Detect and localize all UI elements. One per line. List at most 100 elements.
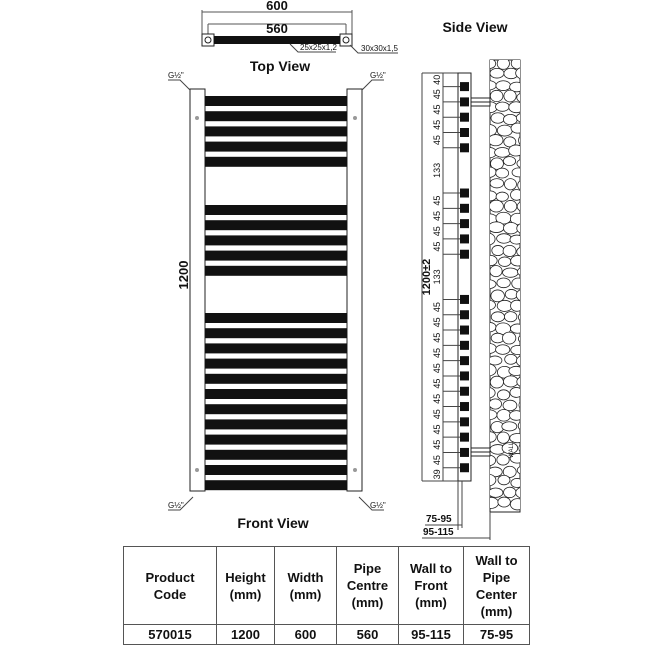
side-bar-section [460, 325, 469, 335]
side-bar-section [460, 82, 469, 92]
wall-stone-pattern [490, 60, 520, 511]
wall-stone [497, 496, 511, 508]
wall-stone [490, 398, 502, 410]
cell-width: 600 [274, 624, 337, 645]
wall-stone [490, 190, 498, 202]
front-bar [205, 328, 347, 339]
wall-to-pipe-label: 75-95 [426, 514, 452, 525]
wall-to-front-label: 95-115 [423, 527, 454, 538]
connection-label-bottom-right: G½" [370, 501, 386, 510]
side-spacing-label: 45 [432, 394, 442, 404]
wall-stone [502, 244, 517, 257]
header-product-code: Product Code [123, 546, 217, 625]
front-bar [205, 111, 347, 122]
front-bar [205, 480, 347, 491]
wall-stone [490, 311, 505, 323]
wall-stone [495, 167, 510, 179]
front-view-title: Front View [237, 515, 308, 531]
wall-stone [490, 157, 504, 170]
right-rail-section [339, 33, 353, 47]
cell-pipe-centre: 560 [336, 624, 399, 645]
wall-stone [490, 473, 497, 487]
connection-label-top-left: G½" [168, 71, 184, 80]
wall-stone [504, 353, 518, 365]
wall-stone [503, 486, 517, 499]
wall-stone [509, 234, 520, 245]
wall-stone [510, 60, 520, 70]
side-bar-section [460, 203, 469, 213]
wall-stone [496, 124, 513, 137]
side-spacing-label: 45 [432, 226, 442, 236]
wall-stone [491, 245, 505, 257]
wall-stone [510, 344, 520, 356]
wall-stone [490, 454, 497, 467]
side-spacing-label: 45 [432, 242, 442, 252]
front-bar [205, 465, 347, 475]
wall-stone [510, 122, 520, 134]
side-spacing-label: 45 [432, 196, 442, 206]
front-bar [205, 389, 347, 399]
wall-stone [490, 134, 504, 147]
pipe-centre-label: 560 [266, 21, 288, 36]
wall-stone [516, 466, 520, 475]
wall-stone [509, 410, 520, 421]
wall-stone [490, 166, 497, 178]
wall-stone [496, 409, 512, 422]
wall-stone [511, 167, 520, 178]
wall-stone [509, 212, 520, 226]
front-bar [205, 419, 347, 430]
bar-spec-label: 25x25x1,2 [300, 43, 337, 52]
wall-stone [517, 180, 520, 191]
bar-section [214, 36, 340, 44]
front-bar [205, 126, 347, 137]
wall-stone [496, 454, 510, 466]
wall-stone [516, 93, 520, 103]
wall-stone [502, 156, 517, 167]
wall-stone [502, 399, 518, 412]
front-bar [205, 96, 347, 106]
wall-bracket-top [470, 97, 491, 107]
side-view: Side View 1200±2 WALL 75-95 95-115 40454… [421, 19, 521, 540]
wall-stone [490, 431, 497, 443]
rail-spec-label: 30x30x1,5 [361, 44, 398, 53]
wall-stone [515, 113, 520, 123]
wall-stone [490, 343, 497, 354]
wall-stone [490, 375, 504, 389]
wall-stone [503, 222, 519, 235]
top-view: 600 560 25x25x1,2 30x30x1,5 Top View [201, 0, 398, 74]
front-bar [205, 434, 347, 445]
side-spacing-label: 45 [432, 424, 442, 434]
wall-stone [518, 313, 520, 322]
side-spacing-label: 39 [432, 469, 442, 479]
wall-stone [490, 289, 505, 303]
left-rail [189, 88, 206, 492]
front-bar [205, 265, 347, 276]
side-bar-section [460, 432, 469, 442]
wall-stone [490, 80, 497, 91]
wall-stone [490, 178, 505, 189]
overall-width-label: 600 [266, 0, 288, 13]
top-view-title: Top View [250, 58, 310, 74]
wall-stone [490, 299, 496, 311]
front-bar [205, 313, 347, 323]
side-spacing-label: 45 [432, 440, 442, 450]
wall-stone [509, 498, 520, 511]
side-bar-section [460, 402, 469, 412]
wall-stone [497, 389, 511, 401]
front-height-label: 1200 [176, 261, 191, 290]
side-height-label: 1200±2 [421, 259, 433, 296]
wall-stone [515, 355, 520, 367]
wall-stone [508, 365, 520, 376]
side-spacing-label: 45 [432, 105, 442, 115]
side-bar-section [460, 386, 469, 396]
wall-stone [490, 355, 503, 366]
left-rail-section [201, 33, 215, 47]
side-bar-section [460, 128, 469, 137]
front-bar [205, 250, 347, 261]
side-spacing-label: 45 [432, 302, 442, 312]
wall-stone [490, 112, 506, 124]
front-bar [205, 358, 347, 369]
